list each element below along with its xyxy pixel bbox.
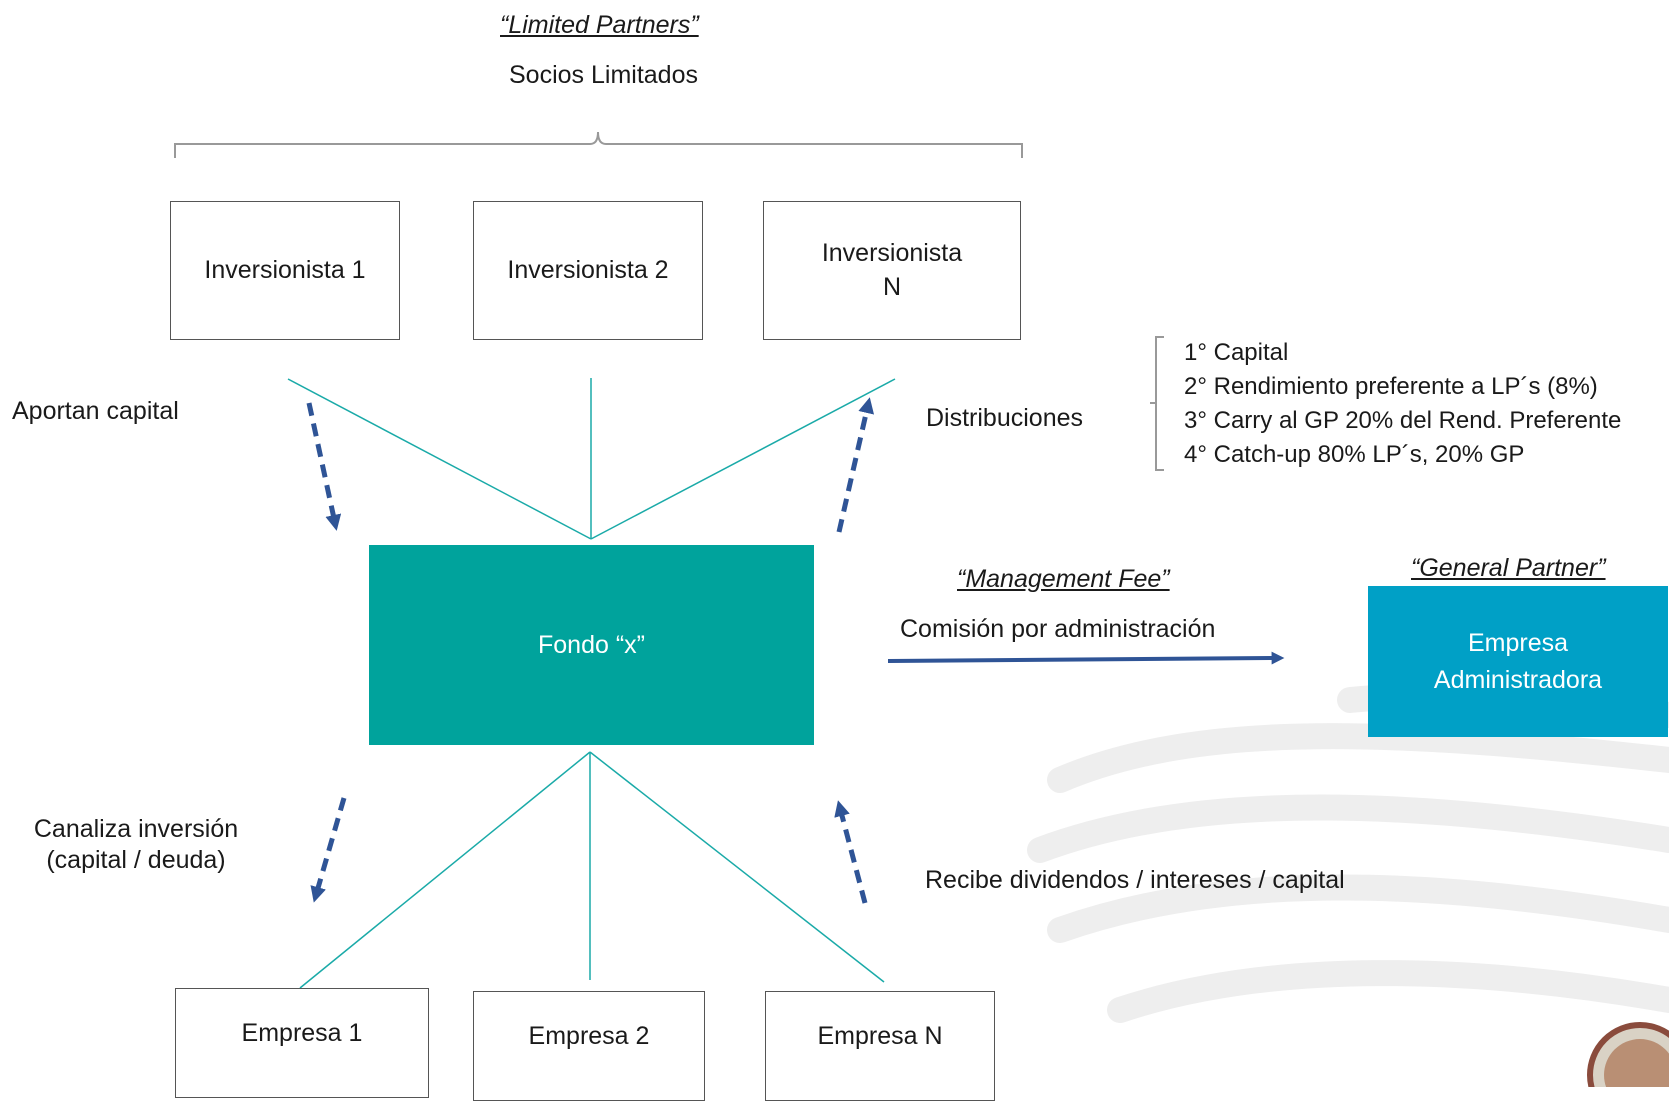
investor-label: Inversionista 1	[204, 255, 366, 284]
arrow-canaliza	[310, 797, 347, 903]
connector-investor-1	[287, 378, 592, 540]
distribution-order-list: 1° Capital 2° Rendimiento preferente a L…	[1184, 336, 1621, 472]
investor-label: Inversionista N	[821, 238, 963, 301]
distribution-step: 2° Rendimiento preferente a LP´s (8%)	[1184, 373, 1598, 400]
investor-box-1: Inversionista 1	[170, 201, 400, 340]
distribution-bracket	[1150, 336, 1164, 471]
fund-label: Fondo “x”	[538, 630, 645, 659]
management-fee-label: Comisión por administración	[900, 615, 1216, 643]
investor-box-n: Inversionista N	[763, 201, 1021, 340]
arrow-aportan	[306, 402, 342, 531]
distribuciones-label: Distribuciones	[926, 404, 1084, 432]
general-partner-title: “General Partner”	[1411, 554, 1606, 582]
company-label: Empresa 2	[528, 1022, 650, 1050]
arrow-distribuciones	[836, 397, 875, 533]
connector-investor-n	[590, 378, 896, 540]
distribution-step: 3° Carry al GP 20% del Rend. Preferente	[1184, 407, 1622, 434]
company-label: Empresa N	[817, 1022, 943, 1050]
seal-icon	[1587, 1022, 1669, 1087]
investor-box-2: Inversionista 2	[473, 201, 703, 340]
company-box-1: Empresa 1	[175, 988, 429, 1098]
company-label: Empresa 1	[241, 1019, 363, 1047]
distribution-step: 1° Capital	[1184, 339, 1289, 366]
limited-partners-title: “Limited Partners”	[500, 11, 699, 39]
company-box-n: Empresa N	[765, 991, 995, 1101]
management-fee-title: “Management Fee”	[957, 565, 1170, 593]
arrow-management-fee	[887, 651, 1285, 665]
gp-box: Empresa Administradora	[1368, 586, 1668, 737]
canaliza-label: Canaliza inversión (capital / deuda)	[33, 815, 239, 875]
investor-label: Inversionista 2	[507, 255, 669, 284]
aportan-capital-label: Aportan capital	[12, 397, 179, 425]
arrow-recibe	[834, 800, 868, 904]
company-box-2: Empresa 2	[473, 991, 705, 1101]
connector-company-n	[589, 751, 885, 983]
connector-company-1	[299, 751, 591, 989]
gp-label: Empresa Administradora	[1433, 629, 1603, 694]
lp-bracket	[174, 131, 1023, 158]
fund-box: Fondo “x”	[369, 545, 814, 745]
socios-limitados-subtitle: Socios Limitados	[509, 61, 698, 89]
distribution-step: 4° Catch-up 80% LP´s, 20% GP	[1184, 441, 1525, 468]
recibe-label: Recibe dividendos / intereses / capital	[925, 866, 1345, 894]
